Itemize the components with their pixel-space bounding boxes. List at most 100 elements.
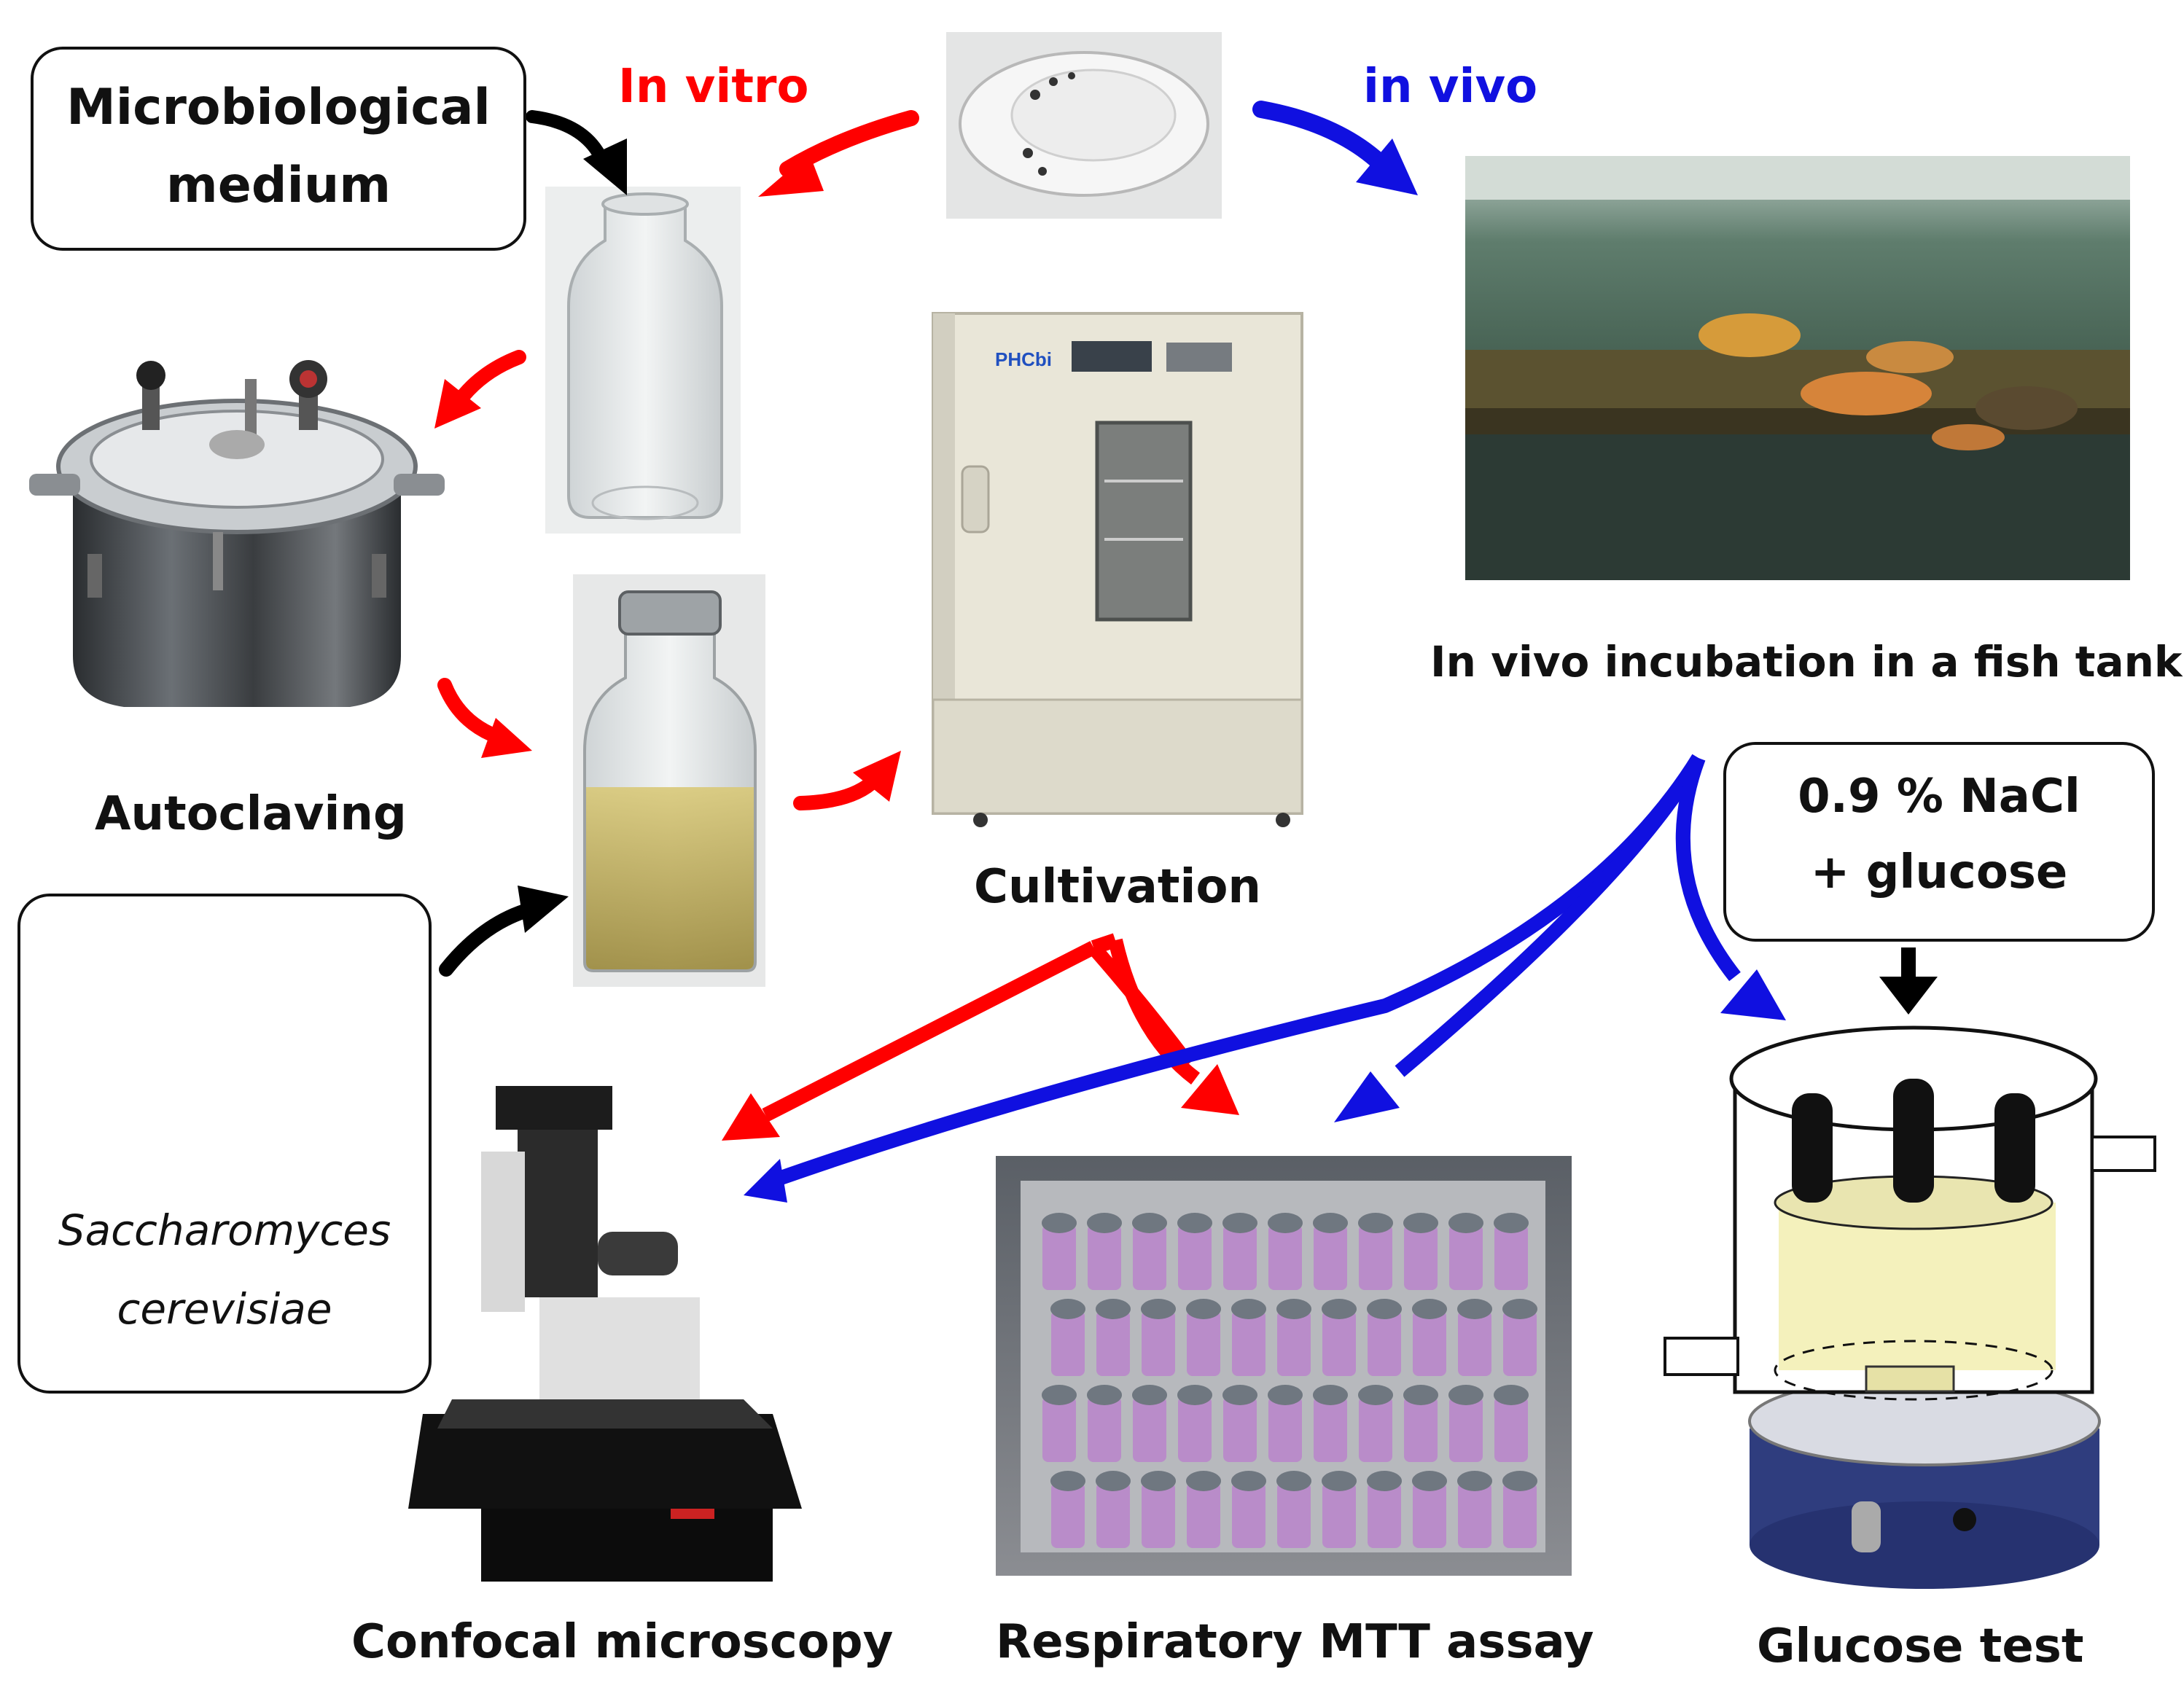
petri-dish-image bbox=[946, 32, 1222, 219]
mtt-vial bbox=[1051, 1482, 1085, 1548]
mtt-vial-cap bbox=[1042, 1385, 1077, 1405]
mtt-vial bbox=[1088, 1396, 1121, 1462]
mtt-vial-cap bbox=[1177, 1385, 1212, 1405]
mtt-vial bbox=[1322, 1482, 1356, 1548]
mtt-vial-cap bbox=[1087, 1213, 1122, 1233]
mtt-vial bbox=[1133, 1396, 1166, 1462]
mtt-vial bbox=[1051, 1310, 1085, 1376]
glucose-test-label: Glucose test bbox=[1757, 1619, 2084, 1673]
glucose-test-apparatus bbox=[1664, 1025, 2156, 1589]
mtt-vial bbox=[1404, 1224, 1438, 1290]
medium-bottle-image bbox=[573, 574, 765, 987]
empty-bottle-image bbox=[545, 187, 741, 534]
mtt-vial-cap bbox=[1494, 1213, 1529, 1233]
mtt-vial-cap bbox=[1141, 1299, 1176, 1319]
mtt-vial bbox=[1277, 1482, 1311, 1548]
mtt-vial-cap bbox=[1322, 1299, 1357, 1319]
cultivation-label: Cultivation bbox=[974, 860, 1261, 914]
mtt-vial-cap bbox=[1358, 1385, 1393, 1405]
mtt-vial-cap bbox=[1087, 1385, 1122, 1405]
mtt-vial bbox=[1268, 1224, 1302, 1290]
autoclave-image bbox=[29, 360, 445, 707]
medium-box: Microbiological medium bbox=[31, 47, 526, 251]
mtt-vial bbox=[1223, 1396, 1257, 1462]
mtt-vial-cap bbox=[1502, 1471, 1537, 1491]
mtt-vial bbox=[1413, 1310, 1446, 1376]
mtt-vial-cap bbox=[1403, 1385, 1438, 1405]
mtt-vial bbox=[1494, 1396, 1528, 1462]
mtt-vial-cap bbox=[1276, 1299, 1311, 1319]
fish-tank-image bbox=[1465, 156, 2130, 580]
nacl-box: 0.9 % NaCl + glucose bbox=[1723, 742, 2155, 942]
arrows-blue-in-vivo bbox=[744, 754, 1786, 1203]
arrow-black-nacl-to-test bbox=[1879, 947, 1938, 1015]
mtt-vial-cap bbox=[1186, 1299, 1221, 1319]
arrow-red-autoclave-to-bottle bbox=[437, 678, 532, 758]
arrow-black-yeast-to-bottle bbox=[439, 886, 569, 977]
mtt-vial bbox=[1178, 1396, 1212, 1462]
mtt-vial bbox=[1142, 1482, 1175, 1548]
mtt-vial-cap bbox=[1457, 1471, 1492, 1491]
medium-box-line1: Microbiological bbox=[66, 79, 491, 136]
mtt-vial bbox=[1322, 1310, 1356, 1376]
mtt-vial bbox=[1096, 1310, 1130, 1376]
mtt-vial bbox=[1494, 1224, 1528, 1290]
mtt-vial-cap bbox=[1222, 1385, 1257, 1405]
mtt-vial-cap bbox=[1448, 1213, 1483, 1233]
medium-box-line2: medium bbox=[165, 157, 391, 214]
incubator-image bbox=[932, 312, 1303, 827]
mtt-vial-cap bbox=[1322, 1471, 1357, 1491]
mtt-vials bbox=[1042, 1213, 1537, 1548]
mtt-vial-cap bbox=[1358, 1213, 1393, 1233]
nacl-box-line1: 0.9 % NaCl bbox=[1798, 770, 2080, 824]
in-vivo-title: in vivo bbox=[1363, 60, 1538, 114]
mtt-vial-cap bbox=[1141, 1471, 1176, 1491]
mtt-vial-cap bbox=[1412, 1299, 1447, 1319]
mtt-vial-cap bbox=[1268, 1385, 1303, 1405]
mtt-vial bbox=[1232, 1482, 1265, 1548]
yeast-box-line1: Saccharomyces bbox=[58, 1205, 391, 1255]
mtt-vial-cap bbox=[1367, 1471, 1402, 1491]
mtt-vial bbox=[1178, 1224, 1212, 1290]
arrow-blue-petri-to-tank bbox=[1252, 101, 1418, 195]
mtt-vial-cap bbox=[1313, 1385, 1348, 1405]
mtt-vial bbox=[1359, 1224, 1392, 1290]
arrows-red-cultivation bbox=[722, 933, 1239, 1141]
mtt-vial bbox=[1268, 1396, 1302, 1462]
mtt-vial-cap bbox=[1448, 1385, 1483, 1405]
mtt-vial bbox=[1503, 1310, 1537, 1376]
fish-tank-label: In vivo incubation in a fish tank bbox=[1430, 637, 2183, 687]
mtt-vial bbox=[1277, 1310, 1311, 1376]
mtt-vial-cap bbox=[1231, 1471, 1266, 1491]
mtt-vial-cap bbox=[1502, 1299, 1537, 1319]
mtt-vial bbox=[1088, 1224, 1121, 1290]
incubator-brand: PHCbi bbox=[995, 348, 1052, 370]
arrow-red-petri-to-bottle bbox=[758, 110, 919, 197]
in-vitro-title: In vitro bbox=[618, 60, 809, 114]
arrow-red-bottle-to-incubator bbox=[793, 751, 901, 810]
mtt-vial bbox=[1142, 1310, 1175, 1376]
mtt-vial bbox=[1359, 1396, 1392, 1462]
mtt-vial-cap bbox=[1132, 1385, 1167, 1405]
mtt-vial bbox=[1449, 1396, 1483, 1462]
mtt-vial bbox=[1223, 1224, 1257, 1290]
mtt-vial bbox=[1096, 1482, 1130, 1548]
mtt-vial bbox=[1314, 1396, 1347, 1462]
mtt-vial bbox=[1458, 1482, 1491, 1548]
mtt-vial bbox=[1042, 1396, 1076, 1462]
mtt-vial bbox=[1314, 1224, 1347, 1290]
confocal-label: Confocal microscopy bbox=[351, 1615, 894, 1669]
mtt-vial bbox=[1187, 1482, 1220, 1548]
mtt-vial-cap bbox=[1132, 1213, 1167, 1233]
mtt-vial bbox=[1458, 1310, 1491, 1376]
mtt-vial-cap bbox=[1412, 1471, 1447, 1491]
mtt-vial-cap bbox=[1096, 1471, 1131, 1491]
mtt-vial-cap bbox=[1050, 1299, 1085, 1319]
mtt-vial-cap bbox=[1367, 1299, 1402, 1319]
mtt-vial-cap bbox=[1042, 1213, 1077, 1233]
mtt-vial-cap bbox=[1313, 1213, 1348, 1233]
mtt-vial-cap bbox=[1268, 1213, 1303, 1233]
mtt-vial bbox=[1503, 1482, 1537, 1548]
yeast-box-line2: cerevisiae bbox=[117, 1284, 332, 1334]
